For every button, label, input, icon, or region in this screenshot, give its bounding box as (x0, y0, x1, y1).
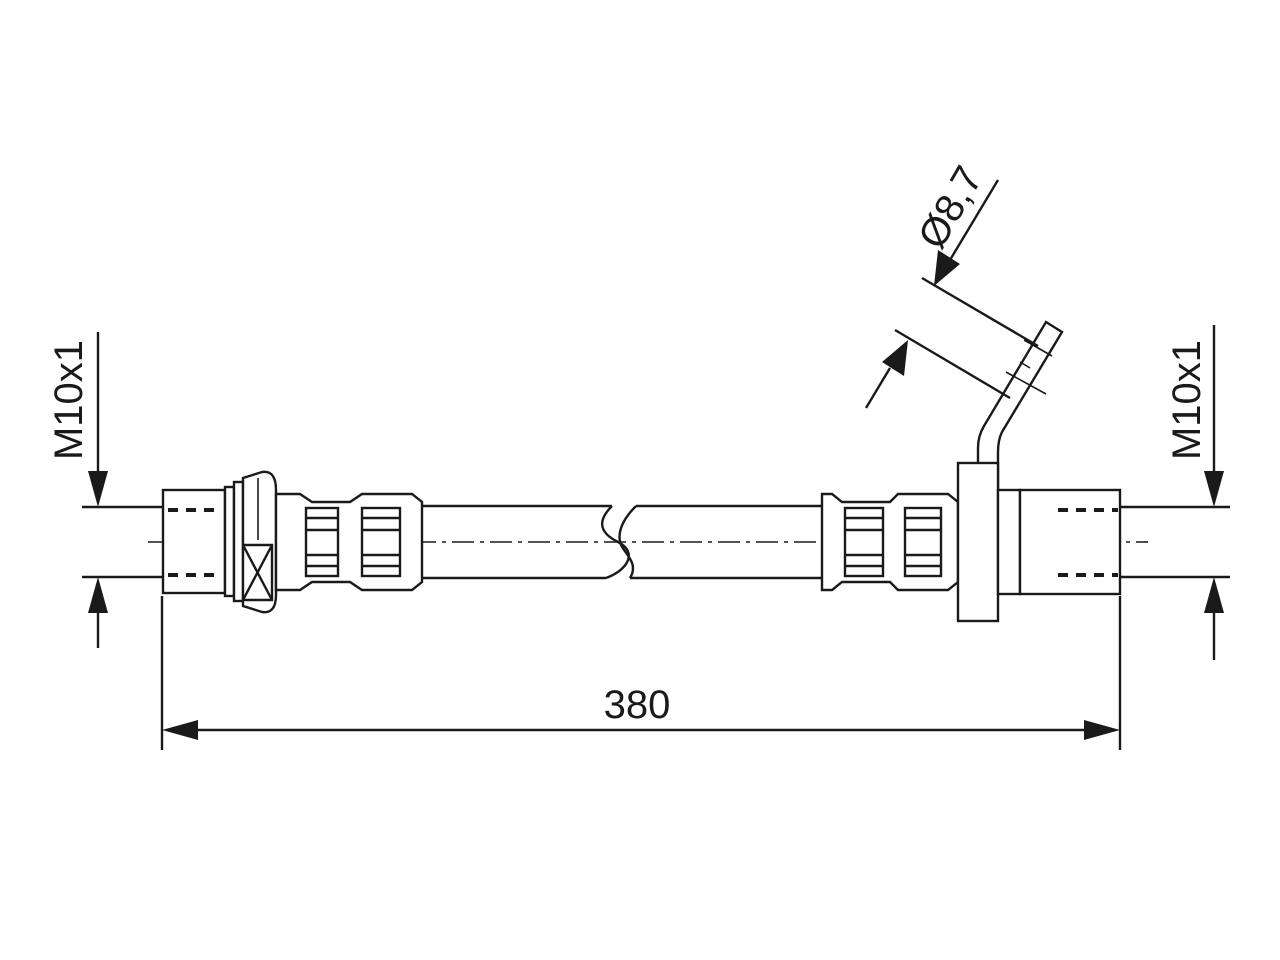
length-dimension: 380 (160, 596, 1122, 750)
left-crimp-grooves (304, 506, 402, 578)
length-label: 380 (604, 683, 671, 727)
hose-body (422, 504, 822, 580)
thread-label-right: M10x1 (1165, 340, 1209, 460)
hole-diameter-label: Ø8,7 (910, 159, 991, 256)
right-thread-dimension: M10x1 (1120, 325, 1230, 660)
thread-label-left: M10x1 (47, 340, 91, 460)
right-crimp-grooves (843, 506, 943, 578)
right-fitting (820, 320, 1122, 623)
bracket-tab (976, 320, 1064, 494)
left-fitting (161, 470, 424, 614)
break-symbol (601, 505, 630, 580)
bracket-plate (956, 461, 1000, 623)
left-thread-dimension: M10x1 (47, 332, 163, 648)
hole-diameter-dimension: Ø8,7 (864, 159, 1039, 409)
